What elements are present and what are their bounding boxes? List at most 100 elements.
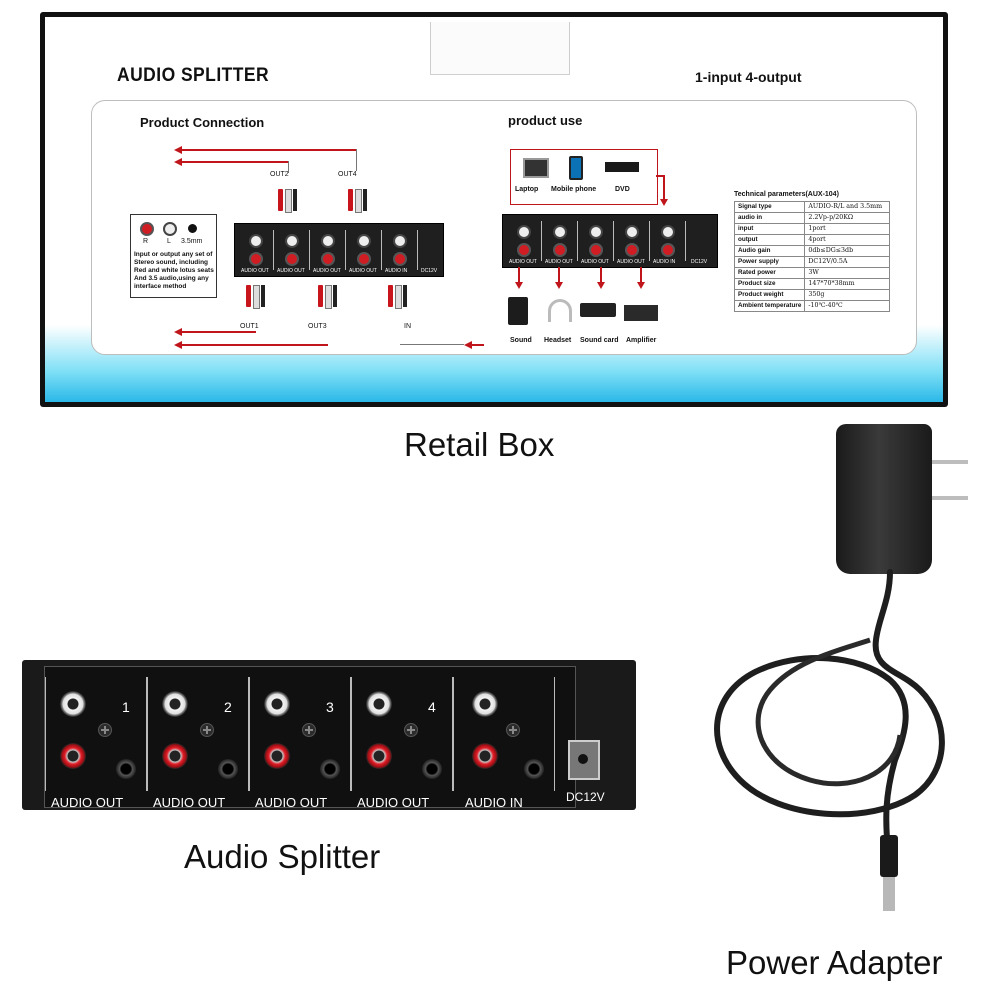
- tech-key: Product weight: [733, 289, 806, 301]
- tech-row: Ambient temperature-10℃-40℃: [733, 300, 891, 312]
- dc-power-jack-icon: [568, 740, 600, 780]
- tech-key: Rated power: [733, 267, 806, 279]
- channel-3: 3: [249, 677, 351, 791]
- red-jack-icon: [140, 222, 154, 236]
- label-dc12v: DC12V: [566, 790, 605, 804]
- output-sound: Sound: [510, 337, 532, 344]
- channel-number: 3: [326, 699, 334, 715]
- diagram-label-in: AUDIO IN: [385, 268, 408, 274]
- screw-icon: [200, 723, 214, 737]
- white-rca-jack-icon: [472, 691, 498, 717]
- connection-heading: Product Connection: [140, 115, 265, 130]
- tech-value: 1port: [804, 223, 891, 235]
- label-out1: OUT1: [240, 323, 259, 330]
- splitter-diagram-use: AUDIO OUT AUDIO OUT AUDIO OUT AUDIO OUT …: [502, 214, 718, 268]
- rca-plug-icon: [285, 189, 292, 213]
- tech-value: 350g: [804, 289, 891, 301]
- splitter-diagram: AUDIO OUT AUDIO OUT AUDIO OUT AUDIO OUT …: [234, 223, 444, 277]
- screw-icon: [506, 723, 520, 737]
- red-rca-jack-icon: [472, 743, 498, 769]
- rca-plug-icon: [278, 189, 283, 211]
- white-jack-icon: [163, 222, 177, 236]
- tech-value: AUDIO-R/L and 3.5mm: [804, 201, 891, 213]
- audio-splitter-caption: Audio Splitter: [184, 838, 381, 875]
- box-flap: [430, 22, 570, 75]
- arrow-in-icon: [464, 341, 472, 349]
- power-adapter-body: [836, 424, 932, 574]
- arrow-out-top2-icon: [174, 158, 182, 166]
- label-audio-out-1: AUDIO OUT: [51, 795, 124, 810]
- legend-r: R: [143, 238, 149, 245]
- dvd-icon: [605, 162, 639, 172]
- arrow-out3-icon: [174, 341, 182, 349]
- use-label-out2: AUDIO OUT: [545, 259, 573, 265]
- mini-jack-icon: [188, 224, 197, 233]
- adapter-cable-icon: [714, 569, 945, 911]
- mini-jack-icon: [422, 759, 442, 779]
- arrow-down-icon: [660, 199, 668, 206]
- audio-splitter-device: 1 2 3 4: [22, 660, 636, 810]
- use-label-out1: AUDIO OUT: [509, 259, 537, 265]
- channel-number: 4: [428, 699, 436, 715]
- retail-box-face: AUDIO SPLITTER 1-input 4-output Product …: [45, 17, 943, 402]
- channel-4: 4: [351, 677, 453, 791]
- rca-plug-icon: [253, 285, 260, 309]
- rca-plug-icon: [293, 189, 297, 211]
- adapter-prong-icon: [932, 460, 968, 464]
- rca-plug-icon: [261, 285, 265, 307]
- use-label-in: AUDIO IN: [653, 259, 676, 265]
- diagram-panel: Product Connection OUT2 OUT4 R L: [91, 100, 917, 355]
- mini-jack-icon: [524, 759, 544, 779]
- screw-icon: [98, 723, 112, 737]
- adapter-prong-icon: [932, 496, 968, 500]
- use-label-out3: AUDIO OUT: [581, 259, 609, 265]
- rca-plug-icon: [403, 285, 407, 307]
- arrow-down-icon: [637, 282, 645, 289]
- arrow-out-top1-icon: [174, 146, 182, 154]
- jack-legend: R L 3.5mm Input or output any set of Ste…: [130, 214, 217, 298]
- rca-plug-icon: [395, 285, 402, 309]
- tech-value: DC12V/0.5A: [804, 256, 891, 268]
- legend-mm: 3.5mm: [181, 238, 203, 245]
- diagram-label-out1: AUDIO OUT: [241, 268, 269, 274]
- label-out2: OUT2: [270, 171, 289, 178]
- amplifier-icon: [624, 305, 658, 321]
- use-label-dc: DC12V: [691, 259, 708, 265]
- diagram-label-out2: AUDIO OUT: [277, 268, 305, 274]
- label-out4: OUT4: [338, 171, 357, 178]
- diagram-label-out4: AUDIO OUT: [349, 268, 377, 274]
- arrow-down-icon: [515, 282, 523, 289]
- rca-plug-icon: [363, 189, 367, 211]
- tech-value: 2.2Vp-p/20KΩ: [804, 212, 891, 224]
- tech-value: 3W: [804, 267, 891, 279]
- use-heading: product use: [508, 113, 583, 128]
- tech-title: Technical parameters(AUX-104): [734, 191, 839, 198]
- red-rca-jack-icon: [366, 743, 392, 769]
- rca-plug-icon: [318, 285, 323, 307]
- tech-value: 147*70*38mm: [804, 278, 891, 290]
- tech-value: 4port: [804, 234, 891, 246]
- box-title: AUDIO SPLITTER: [117, 65, 270, 86]
- rca-plug-icon: [246, 285, 251, 307]
- tech-key: Power supply: [733, 256, 806, 268]
- white-rca-jack-icon: [264, 691, 290, 717]
- retail-box-caption: Retail Box: [404, 426, 555, 463]
- label-out3: OUT3: [308, 323, 327, 330]
- tech-value: 0db≤DG≤3db: [804, 245, 891, 257]
- phone-icon: [569, 156, 583, 180]
- channel-2: 2: [147, 677, 249, 791]
- source-phone: Mobile phone: [551, 186, 597, 193]
- sound-card-icon: [580, 303, 616, 317]
- channel-number: 1: [122, 699, 130, 715]
- diagram-label-dc: DC12V: [421, 268, 438, 274]
